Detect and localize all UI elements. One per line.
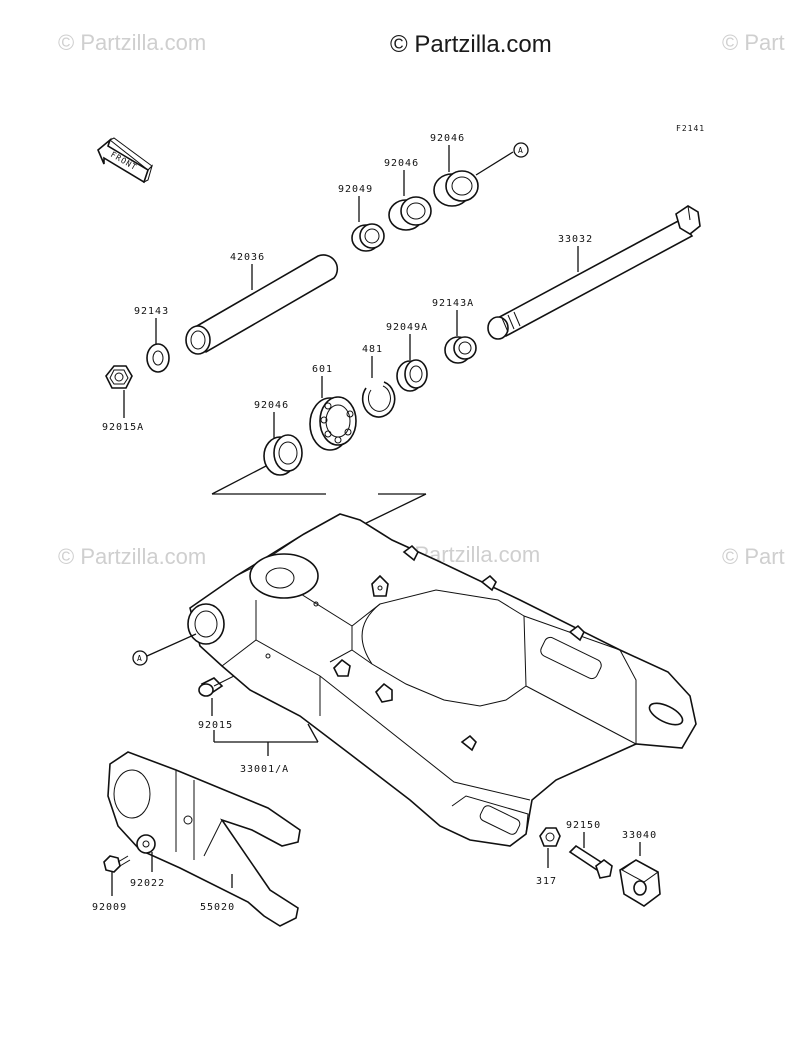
bearing-92046-low[interactable] bbox=[263, 434, 303, 476]
part-number-92022[interactable]: 92022 bbox=[130, 878, 165, 889]
collar-92143[interactable] bbox=[146, 343, 170, 373]
part-number-33001A[interactable]: 33001/A bbox=[240, 764, 289, 775]
part-number-317[interactable]: 317 bbox=[536, 876, 557, 887]
part-number-92049A[interactable]: 92049A bbox=[386, 322, 428, 333]
sleeve-42036[interactable] bbox=[185, 254, 339, 355]
bearing-92046-mid[interactable] bbox=[388, 196, 432, 231]
bearing-92046-top[interactable] bbox=[433, 170, 479, 207]
part-number-601[interactable]: 601 bbox=[312, 364, 333, 375]
watermark-mid-left: © Partzilla.com bbox=[58, 544, 206, 569]
bolt-92009[interactable] bbox=[103, 855, 131, 873]
callout-a-lower: A bbox=[132, 650, 148, 666]
part-number-92143[interactable]: 92143 bbox=[134, 306, 169, 317]
watermark-top-center: © Partzilla.com bbox=[390, 31, 552, 58]
circlip-481[interactable] bbox=[361, 381, 396, 418]
part-number-42036[interactable]: 42036 bbox=[230, 252, 265, 263]
part-number-92046-top[interactable]: 92046 bbox=[430, 133, 465, 144]
part-number-481[interactable]: 481 bbox=[362, 344, 383, 355]
callout-a-top: A bbox=[513, 142, 529, 158]
pivot-shaft-33032[interactable] bbox=[487, 205, 701, 340]
bolt-92150[interactable] bbox=[568, 844, 613, 879]
watermark-mid-right: © Part bbox=[722, 544, 785, 569]
washer-92022[interactable] bbox=[136, 834, 156, 854]
svg-text:A: A bbox=[518, 146, 524, 155]
part-number-33040[interactable]: 33040 bbox=[622, 830, 657, 841]
seal-92049[interactable] bbox=[351, 223, 385, 252]
figure-code: F2141 bbox=[676, 124, 705, 133]
chain-guard-55020[interactable] bbox=[107, 751, 301, 927]
part-number-92046-mid[interactable]: 92046 bbox=[384, 158, 419, 169]
part-number-92049[interactable]: 92049 bbox=[338, 184, 373, 195]
part-number-92143A[interactable]: 92143A bbox=[432, 298, 474, 309]
part-number-92015[interactable]: 92015 bbox=[198, 720, 233, 731]
part-number-92150[interactable]: 92150 bbox=[566, 820, 601, 831]
collar-92143A[interactable] bbox=[444, 336, 477, 364]
swingarm-33001A[interactable] bbox=[187, 513, 697, 847]
watermark-top-right: © Part bbox=[722, 30, 785, 55]
adjuster-block-33040[interactable] bbox=[619, 859, 661, 907]
bolt-92015[interactable] bbox=[198, 675, 235, 697]
ball-bearing-601[interactable] bbox=[309, 396, 357, 451]
svg-text:A: A bbox=[137, 654, 143, 663]
part-number-33032[interactable]: 33032 bbox=[558, 234, 593, 245]
watermark-top-left: © Partzilla.com bbox=[58, 30, 206, 55]
part-number-92015A[interactable]: 92015A bbox=[102, 422, 144, 433]
nut-92015A[interactable] bbox=[105, 365, 133, 389]
seal-92049A[interactable] bbox=[396, 359, 428, 392]
part-number-92009[interactable]: 92009 bbox=[92, 902, 127, 913]
front-arrow-icon: FRONT bbox=[97, 137, 154, 184]
nut-317[interactable] bbox=[539, 827, 561, 847]
part-number-92046-low[interactable]: 92046 bbox=[254, 400, 289, 411]
part-number-55020[interactable]: 55020 bbox=[200, 902, 235, 913]
